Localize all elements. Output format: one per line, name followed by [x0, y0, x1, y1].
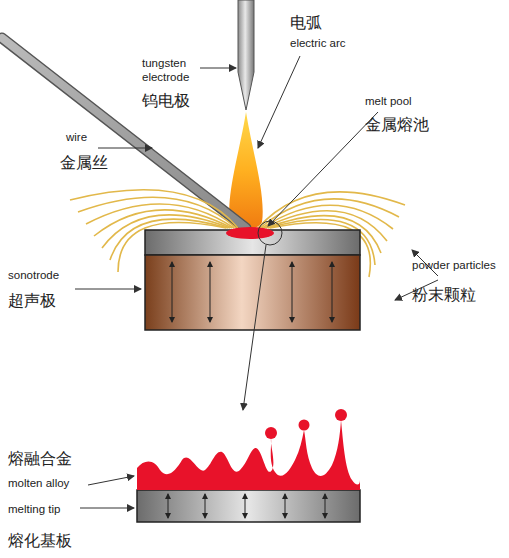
molten-alloy	[137, 420, 360, 490]
electric-arc	[229, 112, 262, 230]
part-label: sonotrode	[8, 268, 59, 282]
part-label: 熔融合金	[8, 450, 72, 468]
sonotrode	[145, 255, 360, 330]
leader-line	[75, 56, 438, 508]
part-label: 钨电极	[142, 92, 190, 110]
part-label: powder particles	[412, 258, 496, 272]
part-label: molten alloy	[8, 476, 69, 490]
part-label: 粉末颗粒	[412, 286, 476, 304]
part-label: electric arc	[290, 36, 346, 50]
part-label: 金属丝	[60, 154, 108, 172]
vibration-arrows	[168, 494, 325, 518]
zoom-arrow	[243, 245, 266, 410]
part-label: 超声极	[8, 292, 56, 310]
part-label: tungsten electrode	[142, 56, 206, 84]
tungsten-electrode	[238, 0, 254, 110]
part-label: 电弧	[290, 14, 322, 32]
melting-tip-plate	[137, 490, 360, 522]
melt-pool	[226, 227, 274, 239]
part-label: 金属熔池	[365, 116, 429, 134]
part-label: melting tip	[8, 502, 60, 516]
part-label: melt pool	[365, 94, 412, 108]
part-label: wire	[66, 130, 87, 144]
wire	[2, 38, 246, 228]
vibration-arrows	[172, 262, 332, 322]
part-label: 熔化基板	[8, 532, 72, 550]
